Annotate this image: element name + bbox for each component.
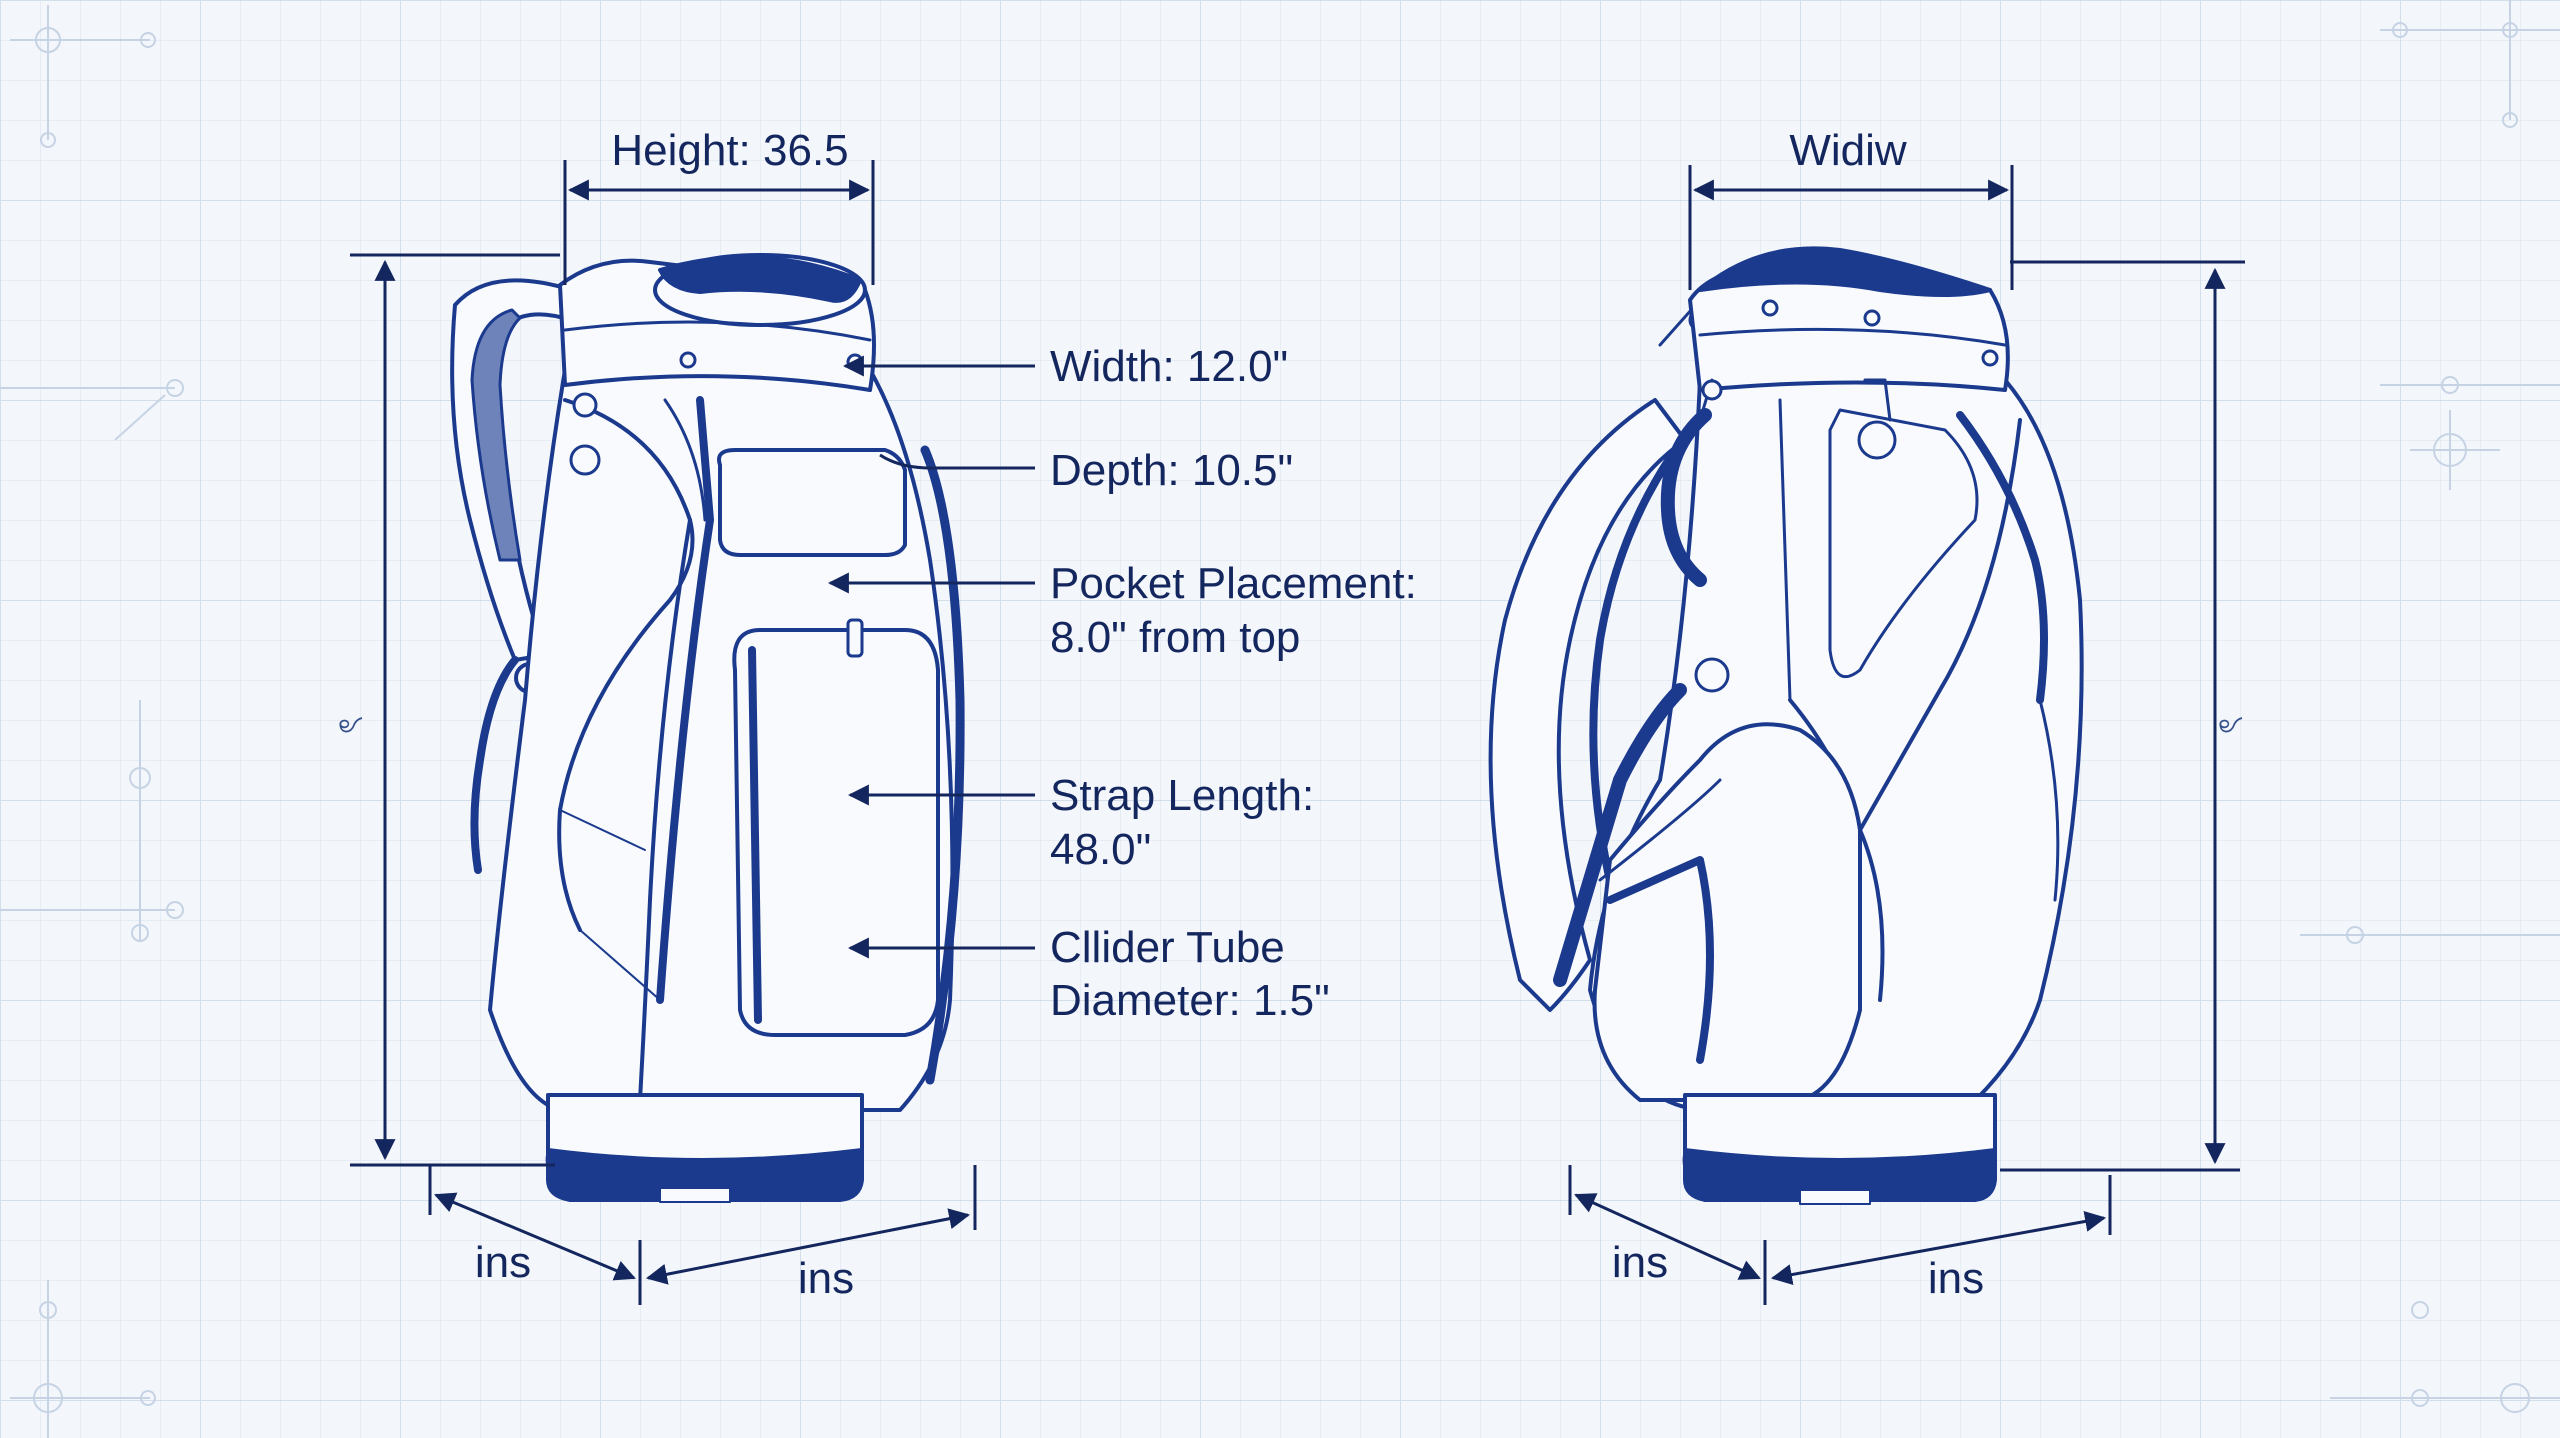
right-bag-carry-handle: [1660, 408, 1712, 587]
left-side-mark: ৎ: [332, 716, 370, 734]
left-bag-upper-pocket: [717, 448, 907, 557]
right-width-label: Widiw: [1789, 126, 1907, 175]
callout-width: Width: 12.0": [1050, 342, 1288, 391]
left-golf-bag: [450, 253, 965, 1203]
left-base-side-unit: ins: [798, 1254, 854, 1303]
callout-leaders: [827, 355, 1035, 959]
callout-pocket-line2: 8.0" from top: [1050, 613, 1300, 662]
depth-leader: [879, 453, 1035, 470]
right-base-front-unit: ins: [1612, 1238, 1668, 1287]
right-bag-shoulder-strap: [1488, 398, 1687, 1012]
right-bag-side-panel: [1828, 408, 1979, 679]
callout-strap-line2: 48.0": [1050, 825, 1151, 874]
left-height-label: Height: 36.5: [611, 126, 848, 175]
right-base-front-dimension: [1574, 1193, 1761, 1280]
left-base-front-unit: ins: [475, 1238, 531, 1287]
left-bag-strap-padding: [470, 308, 522, 562]
callout-tube-line1: Cllider Tube: [1050, 923, 1285, 972]
callout-strap-line1: Strap Length:: [1050, 771, 1314, 820]
right-bag-pocket: [1592, 722, 1862, 1102]
left-base-front-dimension: [434, 1192, 636, 1281]
right-side-mark: ৎ: [2212, 716, 2250, 734]
right-base-side-dimension: [1770, 1211, 2107, 1285]
left-base-side-dimension: [645, 1208, 971, 1285]
right-base-side-unit: ins: [1928, 1254, 1984, 1303]
dimension-lines: [350, 160, 2245, 1305]
right-golf-bag: [1488, 246, 2084, 1205]
left-bag-front-pocket: [732, 628, 940, 1037]
callout-pocket-line1: Pocket Placement:: [1050, 559, 1417, 608]
callout-tube-line2: Diameter: 1.5": [1050, 976, 1330, 1025]
callout-depth: Depth: 10.5": [1050, 446, 1293, 495]
